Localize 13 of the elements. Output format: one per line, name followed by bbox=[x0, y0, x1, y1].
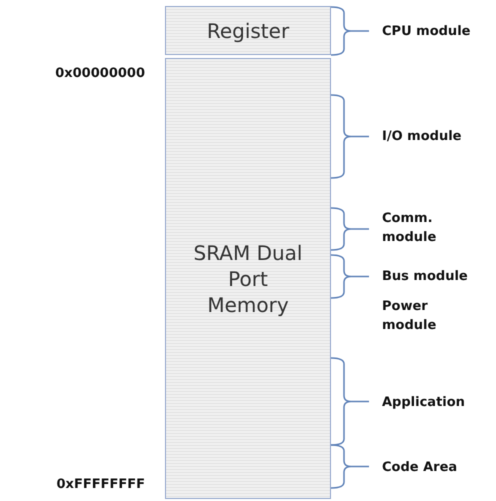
module-label: I/O module bbox=[382, 128, 462, 146]
memory-region-box bbox=[165, 58, 331, 499]
module-label: Code Area bbox=[382, 459, 458, 477]
module-label: Comm. module bbox=[382, 210, 438, 247]
region-label: SRAM Dual Port Memory bbox=[192, 240, 304, 318]
address-label: 0xFFFFFFFF bbox=[56, 476, 145, 494]
module-label: Bus module bbox=[382, 268, 469, 286]
module-label: CPU module bbox=[382, 23, 472, 41]
region-label: Register bbox=[206, 18, 290, 44]
address-label: 0x00000000 bbox=[54, 65, 145, 83]
module-label: Application bbox=[382, 394, 466, 412]
memory-region-box bbox=[165, 6, 331, 55]
module-label: Power module bbox=[382, 298, 438, 335]
